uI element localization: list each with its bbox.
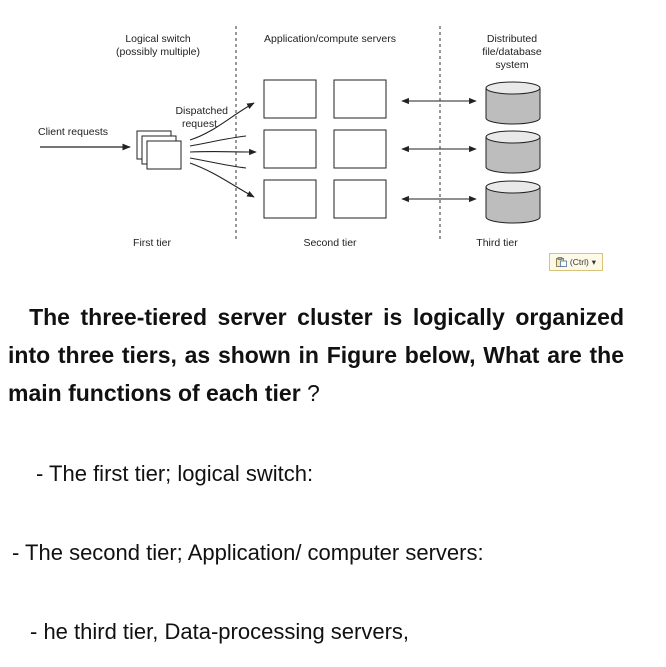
logical-switch-stack [136,130,182,170]
database-cylinder-2 [485,130,541,174]
third-tier-label: Third tier [476,237,518,249]
dispatched-label-line1: Dispatched [175,105,228,117]
possibly-multiple-label: (possibly multiple) [116,46,200,58]
dispatch-arrow-top [189,102,255,141]
question-body: The three-tiered server cluster is logic… [8,304,624,406]
distributed-label-line1: Distributed [487,33,537,45]
second-tier-label: Second tier [303,237,357,249]
question-text: The three-tiered server cluster is logic… [8,298,624,412]
answer-first-tier: - The first tier; logical switch: [36,461,314,486]
client-requests-label: Client requests [38,126,108,138]
distributed-label-line2: file/database [482,46,542,58]
database-cylinder-3 [485,180,541,224]
dispatch-arrow-bottom [189,162,255,198]
dispatch-curve-extra-1 [189,135,247,147]
distributed-label-line3: system [495,59,529,71]
question-mark: ? [307,380,320,406]
app-servers-label: Application/compute servers [264,33,396,45]
chevron-down-icon: ▾ [591,256,597,267]
answer-third-tier: - he third tier, Data-processing servers… [30,619,410,644]
app-server-grid [263,79,387,219]
paste-options-label: (Ctrl) [569,257,589,267]
first-tier-label: First tier [133,237,171,249]
clipboard-icon [556,257,567,267]
dispatch-curve-extra-2 [189,157,247,169]
paste-options-button[interactable]: (Ctrl) ▾ [549,253,603,271]
three-tier-cluster-diagram: Logical switch (possibly multiple) Appli… [38,26,542,249]
database-cylinder-1 [485,81,541,125]
dispatched-label-line2: request [182,118,217,130]
answer-second-tier: - The second tier; Application/ computer… [12,540,484,565]
logical-switch-label: Logical switch [125,33,191,45]
